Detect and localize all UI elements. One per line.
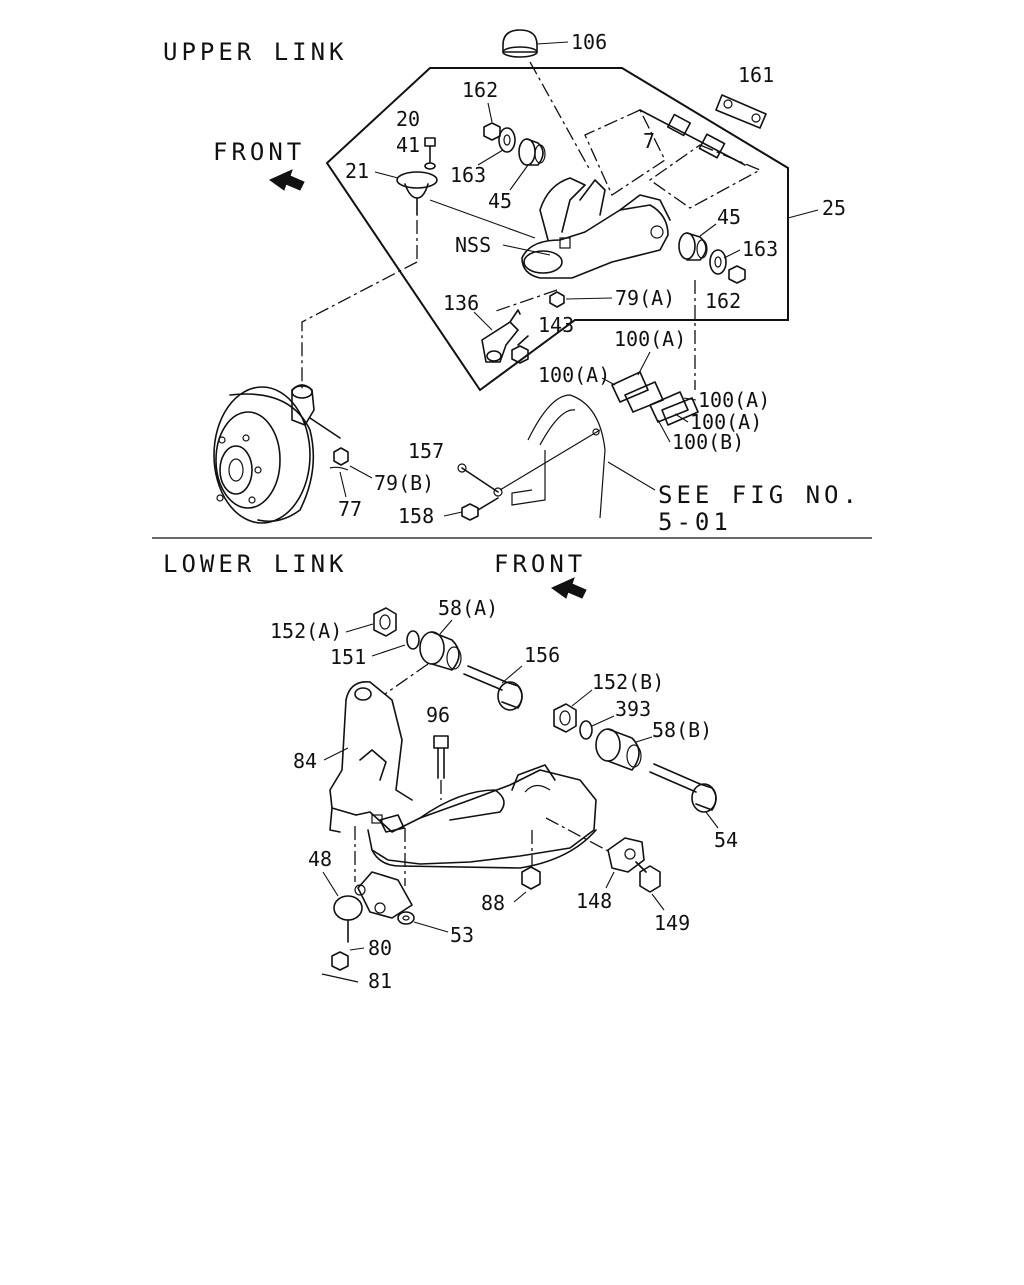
part-20-bolt	[424, 137, 436, 163]
label-158: 158	[398, 504, 434, 528]
part-81-pin	[321, 973, 359, 983]
label-20: 20	[396, 107, 420, 131]
label-100a-3: 100(A)	[698, 388, 770, 412]
part-162-nut-front	[728, 265, 746, 284]
part-163-washer-rear	[498, 127, 516, 153]
label-21: 21	[345, 159, 369, 183]
part-148-bracket	[607, 837, 645, 873]
label-163-front: 163	[742, 237, 778, 261]
see-fig-line2: 5-01	[658, 508, 732, 536]
label-143: 143	[538, 313, 574, 337]
label-48: 48	[308, 847, 332, 871]
label-88: 88	[481, 891, 505, 915]
part-393-washer	[579, 720, 593, 740]
part-149-bolt	[635, 861, 661, 893]
label-45-front: 45	[717, 205, 741, 229]
label-58a: 58(A)	[438, 596, 498, 620]
label-96: 96	[426, 703, 450, 727]
part-54-bolt	[649, 763, 717, 813]
front-arrow-icon	[269, 169, 305, 191]
part-163-washer-front	[709, 249, 727, 275]
label-162-rear: 162	[462, 78, 498, 102]
label-58b: 58(B)	[652, 718, 712, 742]
label-77: 77	[338, 497, 362, 521]
label-163-rear: 163	[450, 163, 486, 187]
front-label-lower: FRONT	[494, 550, 586, 578]
label-7: 7	[643, 129, 655, 153]
part-88-nut	[521, 866, 541, 890]
part-152b-nut	[553, 703, 577, 733]
splash-shield	[499, 394, 606, 519]
front-arrow-icon	[551, 577, 587, 599]
label-162-front: 162	[705, 289, 741, 313]
label-100b: 100(B)	[672, 430, 744, 454]
label-100a-2: 100(A)	[538, 363, 610, 387]
part-21-ball-joint	[374, 171, 438, 216]
label-100a-1: 100(A)	[614, 327, 686, 351]
part-158-bolt	[461, 497, 499, 521]
part-79b-nut	[333, 447, 349, 466]
upper-link-title: UPPER LINK	[163, 38, 348, 66]
part-41-washer	[424, 162, 436, 170]
part-58a-bushing	[419, 631, 462, 671]
label-156: 156	[524, 643, 560, 667]
part-152a-nut	[373, 607, 397, 637]
part-48-ball-joint	[333, 871, 413, 943]
part-96-bolt	[433, 735, 449, 779]
see-fig-line1: SEE FIG NO.	[658, 481, 861, 509]
label-152a: 152(A)	[270, 619, 342, 643]
part-100-shims	[611, 371, 699, 426]
label-80: 80	[368, 936, 392, 960]
knuckle-hub-assembly	[213, 384, 341, 524]
label-393: 393	[615, 697, 651, 721]
part-45-bushing-front	[678, 232, 708, 261]
label-161: 161	[738, 63, 774, 87]
label-148: 148	[576, 889, 612, 913]
part-106-cap	[502, 29, 569, 58]
part-161-bracket	[715, 94, 767, 129]
lower-link-title: LOWER LINK	[163, 550, 348, 578]
label-106: 106	[571, 30, 607, 54]
part-143-bolt	[511, 335, 529, 364]
label-41: 41	[396, 133, 420, 157]
label-151: 151	[330, 645, 366, 669]
label-79b: 79(B)	[374, 471, 434, 495]
part-77-pin	[329, 466, 349, 471]
part-7-shaft	[584, 109, 762, 209]
part-156-bolt	[463, 665, 523, 711]
label-149: 149	[654, 911, 690, 935]
label-84: 84	[293, 749, 317, 773]
part-136-bracket	[481, 309, 521, 363]
label-25: 25	[822, 196, 846, 220]
part-84-lower-control-arm	[329, 681, 597, 869]
label-nss: NSS	[455, 233, 491, 257]
label-100a-4: 100(A)	[690, 410, 762, 434]
label-152b: 152(B)	[592, 670, 664, 694]
label-157: 157	[408, 439, 444, 463]
label-81: 81	[368, 969, 392, 993]
label-53: 53	[450, 923, 474, 947]
part-162-nut-rear	[483, 122, 501, 141]
label-54: 54	[714, 828, 738, 852]
front-label-upper: FRONT	[213, 138, 305, 166]
label-79a: 79(A)	[615, 286, 675, 310]
upper-control-arm	[521, 177, 671, 279]
leader-106-axis	[529, 61, 591, 171]
part-157-link	[457, 463, 503, 497]
label-136: 136	[443, 291, 479, 315]
upper-assembly-frame	[325, 67, 789, 392]
part-151-washer	[406, 630, 420, 650]
part-45-bushing-rear	[518, 138, 546, 166]
part-79a-nut	[549, 291, 565, 308]
part-80-nut	[331, 951, 349, 971]
part-53-washer	[397, 911, 415, 925]
label-45-rear: 45	[488, 189, 512, 213]
part-58b-bushing	[595, 728, 642, 771]
